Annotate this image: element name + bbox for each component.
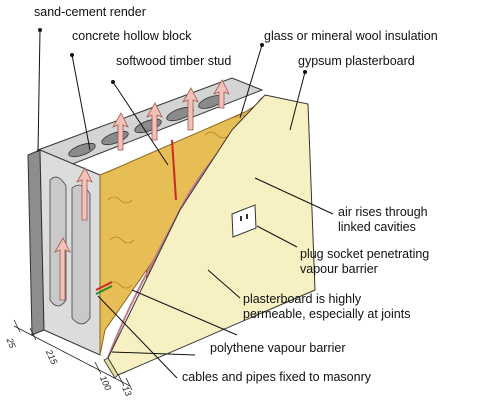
block-cores: [68, 95, 224, 158]
leader-lines: [37, 28, 334, 379]
cable-vertical: [171, 139, 177, 201]
label-permeable-1: plasterboard is highly: [243, 292, 362, 306]
label-gypsum-plasterboard: gypsum plasterboard: [298, 54, 415, 68]
label-air-rises-2: linked cavities: [338, 220, 416, 234]
air-arrow-icon: [54, 79, 230, 301]
label-sand-cement-render: sand-cement render: [34, 5, 146, 19]
cables: [95, 281, 113, 295]
label-plug-socket-1: plug socket penetrating: [300, 247, 430, 261]
label-cables-pipes: cables and pipes fixed to masonry: [182, 370, 371, 384]
label-permeable-2: permeable, especially at joints: [243, 307, 411, 321]
label-air-rises-1: air rises through: [338, 205, 428, 219]
label-softwood-timber-stud: softwood timber stud: [116, 54, 232, 68]
label-vapour-barrier: polythene vapour barrier: [210, 341, 346, 355]
label-plug-socket-2: vapour barrier: [300, 262, 378, 276]
label-concrete-hollow-block: concrete hollow block: [72, 29, 192, 43]
plug-socket-icon: [231, 204, 257, 238]
dimension-lines: [13, 319, 133, 391]
label-insulation: glass or mineral wool insulation: [264, 29, 438, 43]
